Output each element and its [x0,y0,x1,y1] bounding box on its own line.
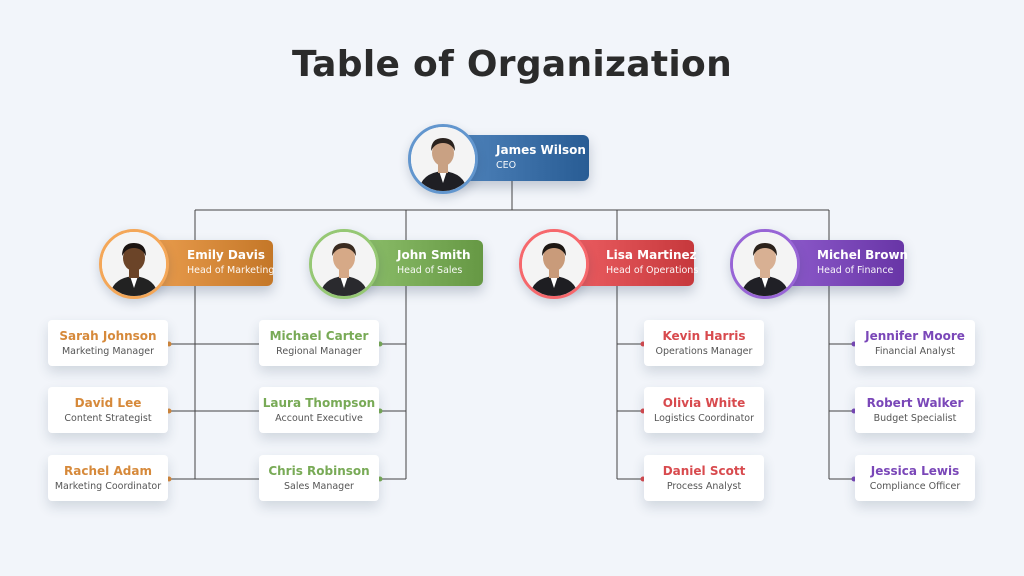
staff-name: Robert Walker [866,396,964,410]
head-avatar-icon [99,229,169,299]
staff-card[interactable]: Jennifer Moore Financial Analyst [855,320,975,366]
staff-card[interactable]: Laura Thompson Account Executive [259,387,379,433]
ceo-name: James Wilson [496,143,586,157]
staff-name: Michael Carter [269,329,369,343]
staff-card[interactable]: Robert Walker Budget Specialist [855,387,975,433]
staff-role: Account Executive [275,413,363,424]
staff-role: Marketing Manager [61,346,154,357]
head-name: John Smith [397,248,471,262]
head-avatar-icon [309,229,379,299]
head-role: Head of Finance [817,265,894,276]
staff-name: Chris Robinson [268,464,370,478]
page-title: Table of Organization [291,44,733,85]
staff-name: Daniel Scott [662,464,746,478]
head-avatar-icon [730,229,800,299]
staff-card[interactable]: Sarah Johnson Marketing Manager [48,320,168,366]
staff-name: Kevin Harris [662,329,746,343]
staff-card[interactable]: Daniel Scott Process Analyst [644,455,764,501]
staff-role: Sales Manager [284,481,354,492]
head-name: Lisa Martinez [606,248,697,262]
staff-card[interactable]: Chris Robinson Sales Manager [259,455,379,501]
staff-name: Jennifer Moore [865,329,965,343]
staff-role: Regional Manager [276,346,362,357]
ceo-role: CEO [496,160,517,171]
staff-card[interactable]: Jessica Lewis Compliance Officer [855,455,975,501]
staff-card[interactable]: Kevin Harris Operations Manager [644,320,764,366]
head-name: Emily Davis [187,248,266,262]
staff-card[interactable]: Rachel Adam Marketing Coordinator [48,455,168,501]
head-avatar-icon [519,229,589,299]
staff-card[interactable]: Michael Carter Regional Manager [259,320,379,366]
staff-name: Jessica Lewis [870,464,960,478]
staff-role: Budget Specialist [873,413,957,424]
staff-role: Logistics Coordinator [653,413,755,424]
staff-name: Laura Thompson [262,396,376,410]
staff-name: Olivia White [662,396,746,410]
staff-role: Financial Analyst [875,346,955,357]
head-role: Head of Sales [397,265,463,276]
head-name: Michel Brown [817,248,909,262]
staff-name: Rachel Adam [64,464,152,478]
staff-card[interactable]: David Lee Content Strategist [48,387,168,433]
staff-role: Operations Manager [655,346,753,357]
staff-role: Content Strategist [64,413,152,424]
staff-card[interactable]: Olivia White Logistics Coordinator [644,387,764,433]
head-role: Head of Operations [606,265,699,276]
staff-role: Compliance Officer [869,481,961,492]
ceo-avatar-icon [408,124,478,194]
staff-role: Marketing Coordinator [54,481,162,492]
staff-role: Process Analyst [666,481,742,492]
staff-name: Sarah Johnson [59,329,157,343]
head-role: Head of Marketing [187,265,275,276]
staff-name: David Lee [74,396,142,410]
